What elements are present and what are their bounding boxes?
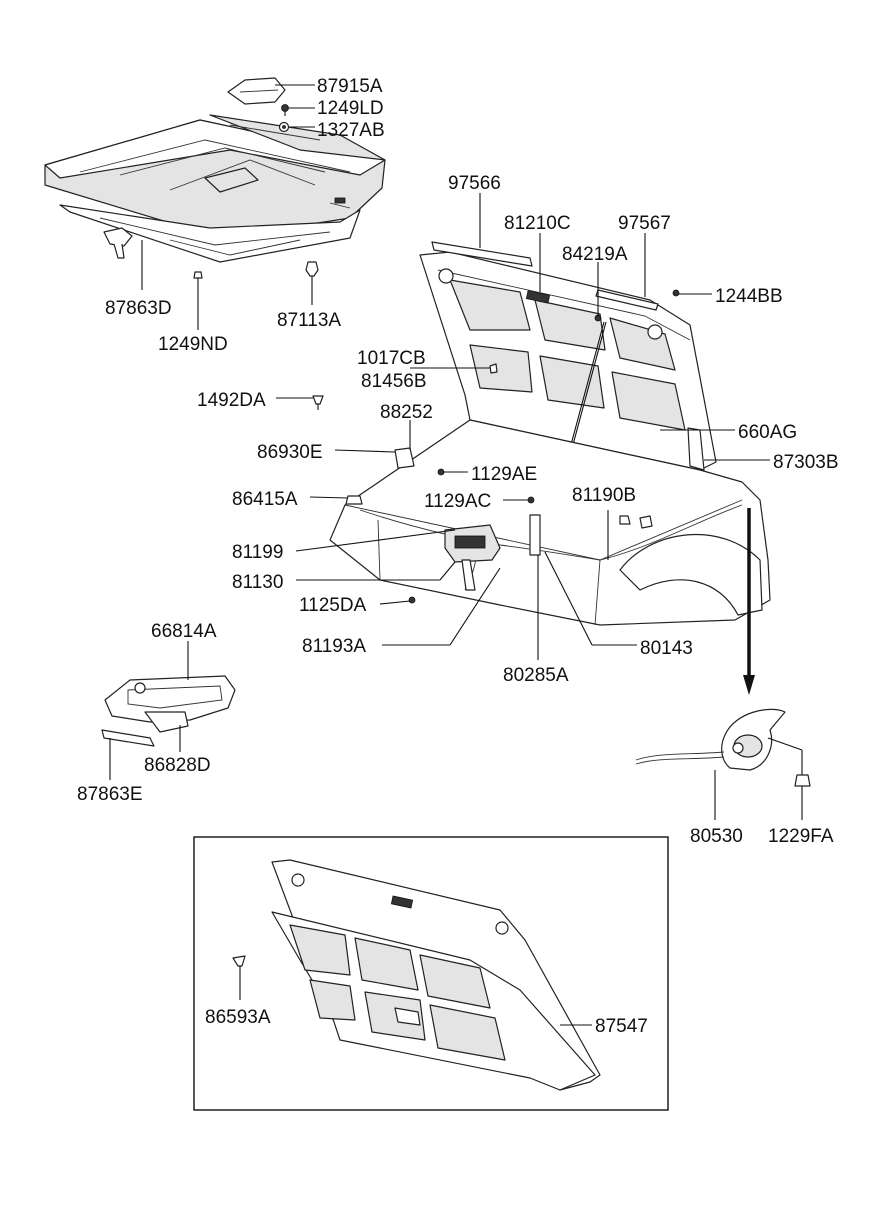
label-80530: 80530 [690,826,743,847]
label-84219A: 84219A [562,244,628,265]
label-81210C: 81210C [504,213,571,234]
label-86828D: 86828D [144,755,211,776]
label-97566: 97566 [448,173,501,194]
label-87547: 87547 [595,1016,648,1037]
label-1492DA: 1492DA [197,390,266,411]
label-81199: 81199 [232,542,283,563]
leader-lines [109,84,803,1026]
label-1229FA: 1229FA [768,826,834,847]
label-80143: 80143 [640,638,693,659]
label-1125DA: 1125DA [299,595,367,616]
label-81130: 81130 [232,572,283,593]
label-66814A: 66814A [151,621,217,642]
label-88252: 88252 [380,402,433,423]
label-87915A: 87915A [317,76,383,97]
label-97567: 97567 [618,213,671,234]
label-86415A: 86415A [232,489,298,510]
detail-arrow [743,508,755,695]
label-81190B: 81190B [572,485,636,506]
label-87863E: 87863E [77,784,143,805]
label-80285A: 80285A [503,665,569,686]
label-1244BB: 1244BB [715,286,783,307]
label-1017CB: 1017CB [357,348,426,369]
label-81456B: 81456B [361,371,427,392]
release-lever-drawing [635,708,811,790]
hood-exterior-drawing [44,77,386,292]
label-87303B: 87303B [773,452,839,473]
label-1327AB: 1327AB [317,120,385,141]
part-labels: 87915A 1249LD 1327AB 87863D 1249ND 87113… [77,76,839,1037]
label-1249ND: 1249ND [158,334,228,355]
label-87113A: 87113A [277,310,341,331]
label-660AG: 660AG [738,422,797,443]
label-81193A: 81193A [302,636,366,657]
label-1249LD: 1249LD [317,98,384,119]
label-1129AC: 1129AC [424,491,491,512]
vehicle-front-drawing [312,241,771,626]
label-86593A: 86593A [205,1007,271,1028]
label-1129AE: 1129AE [471,464,537,485]
label-87863D: 87863D [105,298,172,319]
release-handle-drawing [101,675,236,747]
insulator-detail-box [193,836,669,1111]
label-86930E: 86930E [257,442,323,463]
